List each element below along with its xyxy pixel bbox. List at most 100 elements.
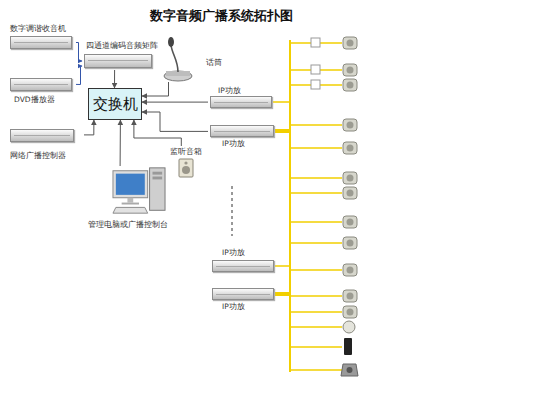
branch-wire xyxy=(290,221,342,223)
mic-base xyxy=(164,71,192,81)
signal-arrow xyxy=(84,120,94,135)
device-chassis xyxy=(212,260,274,272)
signal-arrow xyxy=(120,120,121,166)
monitor-foot xyxy=(122,203,139,205)
device-chassis xyxy=(212,288,274,300)
switch-box: 交换机 xyxy=(88,88,142,120)
signal-arrow xyxy=(142,102,208,103)
amp-link xyxy=(272,101,290,103)
monitor-speaker-drawing xyxy=(178,158,194,178)
device-chassis xyxy=(10,78,72,91)
ceiling-speaker xyxy=(343,306,357,318)
device-label: IP功放 xyxy=(218,86,241,95)
branch-wire xyxy=(290,346,342,348)
computer xyxy=(112,166,166,216)
branch-wire xyxy=(290,326,342,328)
microphone xyxy=(158,36,198,82)
device-label: 话筒 xyxy=(206,58,222,67)
branch-wire xyxy=(290,269,342,271)
monitor-screen xyxy=(116,174,145,195)
mic-neck xyxy=(171,45,178,72)
signal-arrow xyxy=(76,43,82,62)
branch-wire xyxy=(290,311,342,313)
ceiling-speaker xyxy=(343,290,357,302)
branch-wire xyxy=(290,177,342,179)
ceiling-speaker xyxy=(343,216,357,228)
ceiling-speaker xyxy=(343,142,357,154)
signal-arrow xyxy=(142,82,169,96)
monitor-stand xyxy=(127,198,133,203)
device-chassis xyxy=(10,36,72,49)
device-chassis xyxy=(84,54,152,68)
branch-wire xyxy=(290,147,342,149)
ceiling-speaker xyxy=(343,187,357,199)
device-label: IP功放 xyxy=(222,302,245,311)
front-panel-line xyxy=(214,102,268,103)
amp-link xyxy=(274,129,290,133)
speaker-bus xyxy=(289,40,291,372)
signal-arrow xyxy=(114,70,115,88)
ceiling-speaker xyxy=(343,79,357,91)
monitor-speaker xyxy=(178,158,194,178)
signal-arrow xyxy=(134,120,181,146)
device-node: IP功放 xyxy=(210,248,274,274)
device-node: DVD播放器 xyxy=(8,76,76,106)
round-speaker xyxy=(343,321,355,333)
speaker-cabinet xyxy=(179,159,193,177)
signal-arrow xyxy=(76,66,82,84)
device-node: IP功放 xyxy=(210,286,274,314)
device-chassis xyxy=(10,129,74,142)
device-label: 数字调谐收音机 xyxy=(10,24,66,33)
ceiling-speaker xyxy=(343,237,357,249)
device-node: IP功放 xyxy=(208,86,274,110)
branch-wire xyxy=(290,295,342,297)
ceiling-speaker xyxy=(343,119,357,131)
speaker-tweeter xyxy=(184,161,187,164)
signal-arrow xyxy=(142,112,208,131)
ceiling-speaker xyxy=(343,172,357,184)
pc-tower xyxy=(150,168,165,210)
device-node: 监听音箱 xyxy=(168,146,206,182)
device-node: 数字调谐收音机 xyxy=(8,24,76,52)
mic-head xyxy=(168,37,174,47)
keyboard xyxy=(113,207,148,213)
front-panel-line xyxy=(216,266,270,267)
device-label: 管理电脑或广播控制台 xyxy=(88,220,168,229)
switch-label: 交换机 xyxy=(93,95,138,113)
device-label: IP功放 xyxy=(222,139,245,148)
device-label: 网络广播控制器 xyxy=(10,151,66,160)
ceiling-speaker xyxy=(343,64,357,76)
device-label: IP功放 xyxy=(222,248,245,257)
horn-speaker xyxy=(341,364,358,376)
amp-link xyxy=(274,292,290,296)
volume-box xyxy=(311,38,320,47)
device-label: 四通道编码音频矩阵 xyxy=(86,41,158,50)
device-node: IP功放 xyxy=(208,123,274,151)
front-panel-line xyxy=(14,84,68,85)
branch-wire xyxy=(290,192,342,194)
continuation-dashes xyxy=(232,186,233,236)
branch-wire xyxy=(290,242,342,244)
front-panel-line xyxy=(214,131,270,132)
branch-wire xyxy=(290,124,342,126)
drive-bay xyxy=(153,172,163,175)
computer-drawing xyxy=(112,166,166,216)
device-chassis xyxy=(210,125,274,137)
monitor-frame xyxy=(113,171,148,198)
front-panel-line xyxy=(216,294,270,295)
front-panel-line xyxy=(14,135,70,136)
speaker-cone xyxy=(182,166,190,174)
front-panel-line xyxy=(88,60,148,61)
device-node: 四通道编码音频矩阵 xyxy=(82,40,156,70)
ceiling-speaker xyxy=(343,37,357,49)
device-node: 网络广播控制器 xyxy=(8,127,84,163)
amp-link xyxy=(274,265,290,267)
microphone-drawing xyxy=(158,36,198,82)
drive-bay xyxy=(153,177,163,180)
device-node: 话筒 xyxy=(158,36,228,82)
diagram-title: 数字音频广播系统拓扑图 xyxy=(150,7,293,25)
device-chassis xyxy=(210,96,272,108)
